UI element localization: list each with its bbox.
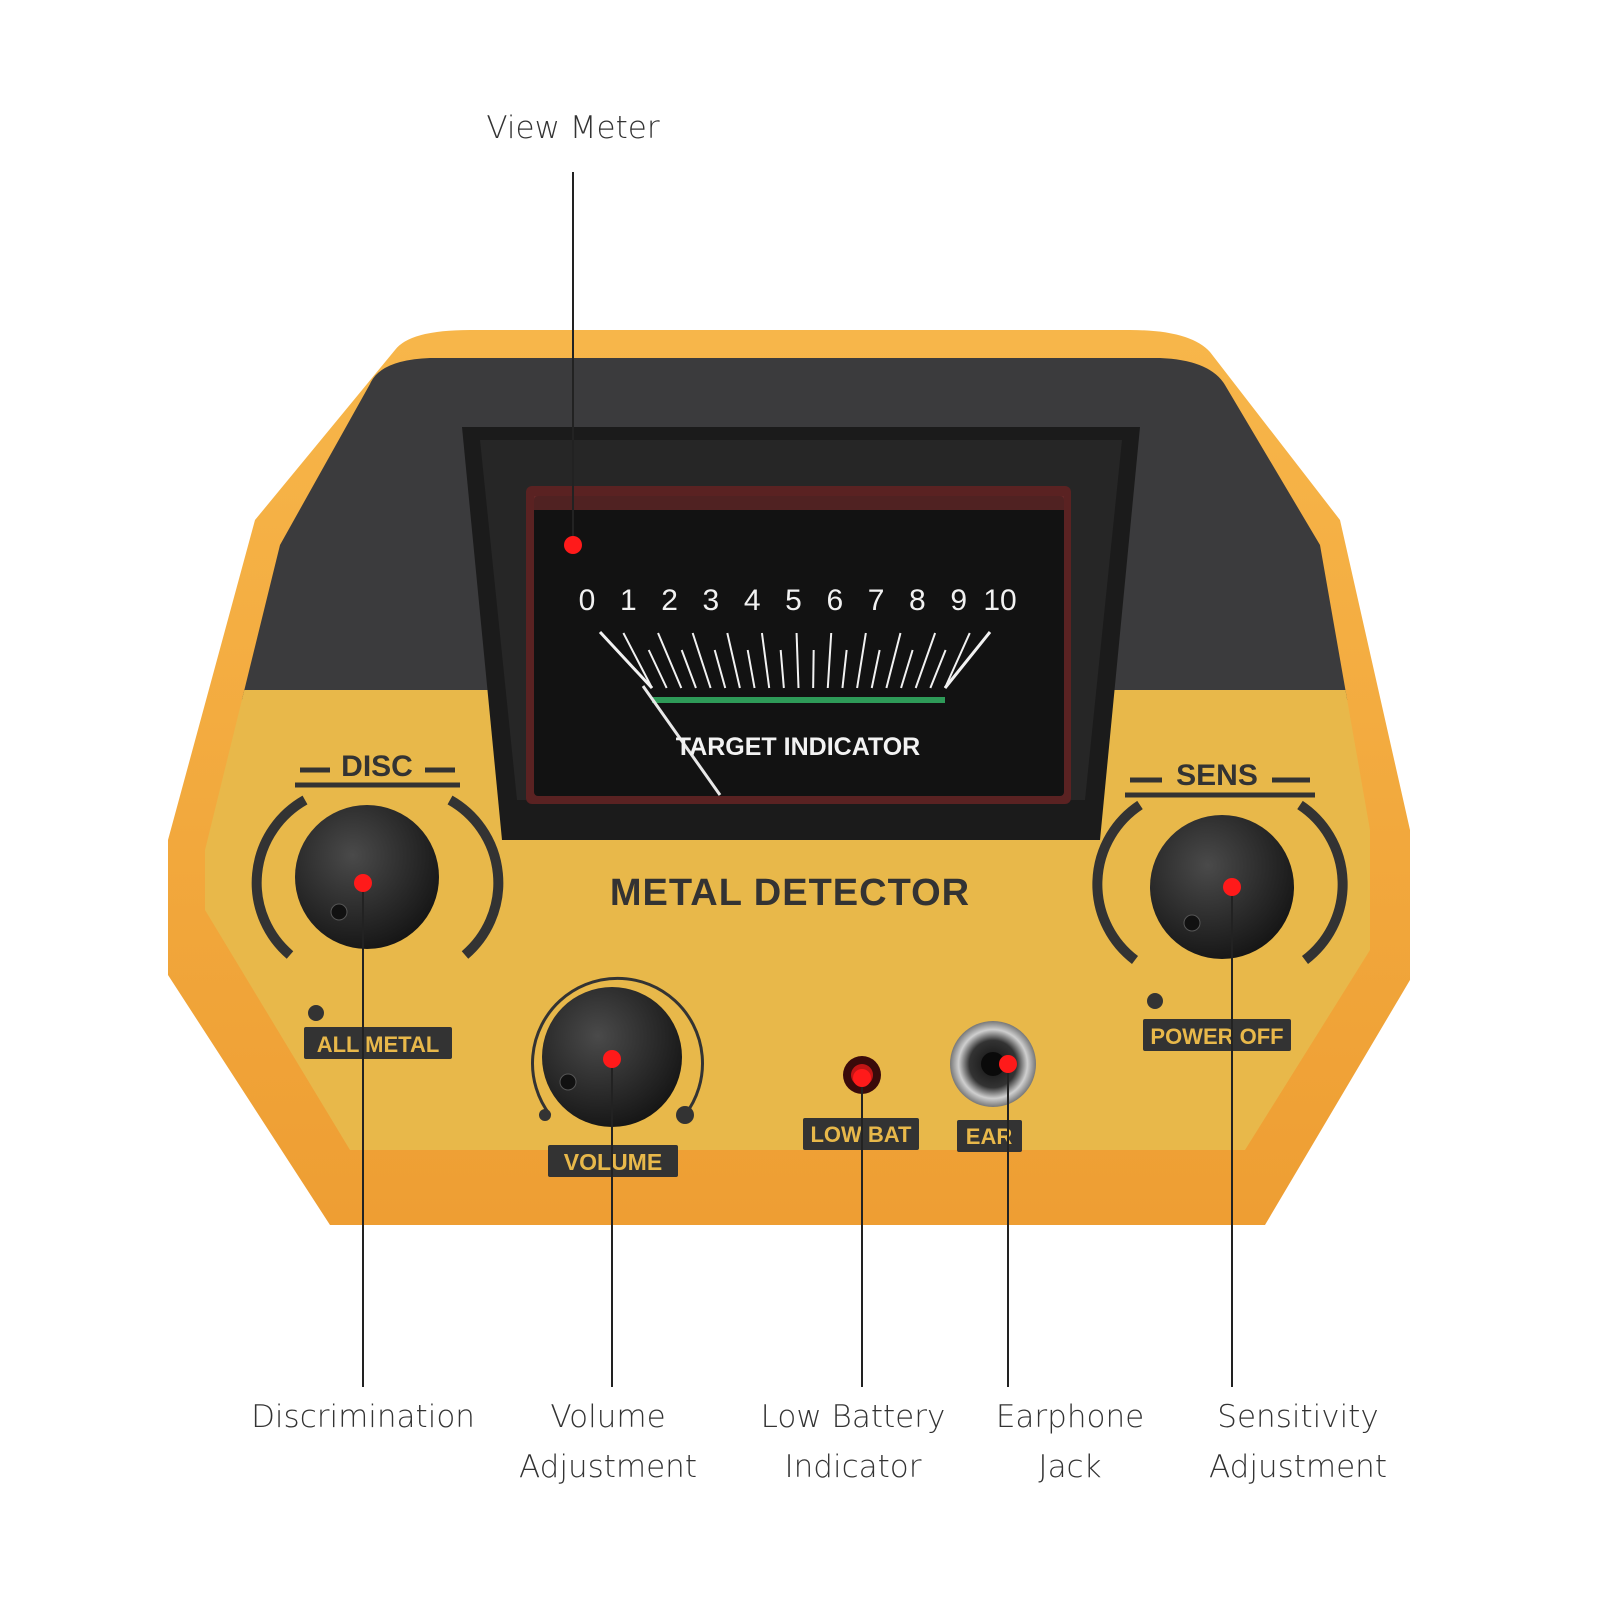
earphone-group: EAR [950, 1021, 1036, 1152]
meter-tick [870, 649, 881, 689]
meter-tick [900, 649, 914, 689]
meter-tick [622, 632, 653, 689]
meter-tick [914, 632, 937, 689]
meter-tick [856, 632, 867, 689]
all-metal-label: ALL METAL [317, 1032, 440, 1057]
meter-caption: TARGET INDICATOR [676, 733, 920, 761]
meter-tick [647, 649, 668, 689]
meter-tick [713, 649, 727, 689]
meter-tick [657, 632, 683, 689]
meter-tick [841, 649, 848, 689]
marker-dot-icon [1223, 878, 1241, 896]
meter-scale-edge [598, 630, 654, 690]
meter-ticks [598, 630, 992, 690]
marker-dot-icon [853, 1069, 871, 1087]
meter-tick [795, 632, 800, 689]
marker-dot-icon [603, 1050, 621, 1068]
meter-needle [641, 685, 722, 796]
knob-icon[interactable] [1150, 815, 1294, 959]
view-meter-callout: View Meter [486, 110, 660, 146]
sens-knob-group: SENS POWER OFF [1092, 755, 1348, 1051]
meter-scale-edge [943, 631, 992, 689]
meter-tick [760, 632, 771, 689]
ear-label: EAR [966, 1124, 1013, 1149]
meter-tick [944, 632, 971, 689]
sens-label: SENS [1176, 759, 1258, 792]
meter-scale-label: 8 [909, 584, 926, 617]
earphone-callout: Earphone Jack [995, 1399, 1145, 1485]
meter-tick [779, 649, 785, 689]
power-off-label: POWER OFF [1150, 1024, 1283, 1049]
sensitivity-callout: Sensitivity Adjustment [1209, 1399, 1387, 1485]
meter-scale-label: 2 [661, 584, 678, 617]
meter-scale-label: 9 [950, 584, 967, 617]
low-battery-callout: Low Battery Indicator [760, 1399, 946, 1485]
meter-scale-label: 6 [826, 584, 843, 617]
meter-scale-label: 10 [983, 584, 1016, 617]
meter-tick [691, 632, 712, 689]
meter-scale-label: 1 [620, 584, 637, 617]
disc-label: DISC [341, 750, 413, 783]
meter-tick [885, 632, 902, 689]
marker-dot-icon [999, 1055, 1017, 1073]
marker-dot-icon [354, 874, 372, 892]
meter-scale-label: 7 [868, 584, 885, 617]
marker-dot-icon [564, 536, 582, 554]
meter-tick [680, 649, 697, 689]
meter-scale-label: 0 [579, 584, 596, 617]
brand-text: METAL DETECTOR [610, 872, 970, 914]
callout-lines [362, 172, 1233, 1387]
meter-scale-label: 3 [703, 584, 720, 617]
meter-tick [746, 649, 756, 689]
discrimination-callout: Discrimination [251, 1399, 475, 1435]
meter-tick [929, 649, 947, 689]
meter-scale-label: 4 [744, 584, 761, 617]
meter-tick [826, 632, 833, 689]
meter-tick [812, 649, 815, 689]
volume-callout: Volume Adjustment [519, 1399, 697, 1485]
meter-tick [726, 632, 741, 689]
meter-scale-label: 5 [785, 584, 802, 617]
